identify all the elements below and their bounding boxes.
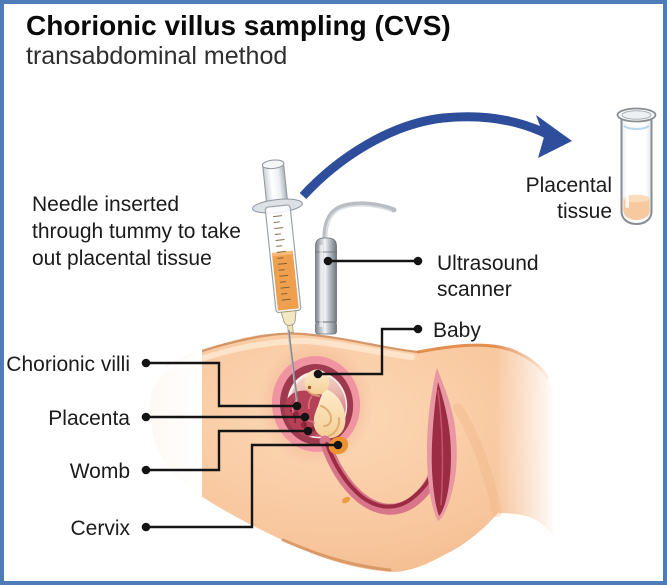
dot-ultrasound-target (323, 256, 333, 266)
belly-top-highlight (171, 337, 415, 372)
dot-baby-target (313, 369, 323, 379)
placental-tissue-line-2: tissue (557, 200, 612, 223)
transfer-arrow (299, 112, 572, 200)
dot-womb-label (141, 465, 151, 475)
fetus-arm (320, 405, 333, 427)
tube-highlight (625, 130, 629, 208)
leader-cervix (146, 443, 338, 529)
label-placental-tissue: Placental tissue (526, 173, 612, 225)
dot-placenta-target (300, 412, 310, 422)
label-baby: Baby (433, 319, 481, 342)
buttock-crease (281, 538, 392, 572)
plunger-top (261, 159, 285, 170)
mucus-plug-small (341, 496, 351, 504)
fetus-eye (307, 385, 312, 390)
probe-foot (315, 321, 337, 335)
right-white (553, 330, 578, 582)
page-subtitle: transabdominal method (26, 42, 288, 70)
ultrasound-line-1: Ultrasound (437, 252, 539, 275)
label-womb: Womb (69, 460, 130, 483)
leader-dots (141, 256, 423, 532)
leader-chorionic-villi (146, 361, 297, 408)
leader-womb (146, 429, 308, 472)
label-cervix: Cervix (70, 517, 130, 540)
syringe-graduations (273, 215, 291, 301)
needle-note: Needle inserted through tummy to take ou… (32, 191, 241, 272)
ultrasound-probe-illustration (315, 201, 397, 335)
fetus-leg (328, 417, 341, 437)
dot-cervix-label (141, 522, 151, 532)
fetus-chin-shading (306, 389, 321, 397)
tube-liquid-surface (623, 194, 650, 203)
arrow-shaft (299, 112, 552, 200)
label-placenta: Placenta (48, 407, 130, 430)
probe-highlight (319, 245, 323, 327)
needle-note-line-2: through tummy to take (32, 220, 241, 243)
placental-tissue-line-1: Placental (525, 174, 612, 197)
vaginal-opening-line (437, 389, 444, 506)
ultrasound-line-2: scanner (437, 278, 512, 301)
test-tube-illustration (616, 107, 657, 225)
tube-blue-tint (623, 125, 650, 131)
dot-ultrasound-label (413, 256, 423, 266)
arrow-head (536, 115, 572, 158)
leader-baby (318, 327, 418, 376)
dot-cervix-target (333, 440, 343, 450)
probe-cable (322, 201, 397, 245)
dot-womb-target (303, 426, 313, 436)
syringe-liquid (271, 250, 299, 311)
syringe-illustration (252, 159, 303, 334)
page-title: Chorionic villus sampling (CVS) (26, 10, 451, 41)
cervix-illustration (319, 368, 457, 521)
womb-illustration (271, 356, 457, 521)
dot-baby-label (413, 324, 423, 334)
syringe-liquid-surface (271, 250, 294, 257)
label-chorionic-villi: Chorionic villi (6, 353, 130, 376)
syringe-hub (280, 310, 297, 326)
belly-right-fade (495, 330, 557, 582)
cervix-canal-inner (325, 442, 433, 509)
vaginal-opening-core (431, 382, 451, 516)
dot-placenta-label (141, 412, 151, 422)
tube-liquid (623, 198, 650, 220)
needle-note-line-1: Needle inserted (32, 193, 180, 216)
dot-chorionic-villi-target (292, 401, 302, 411)
needle-illustration (287, 329, 299, 405)
needle-note-line-3: out placental tissue (32, 247, 212, 270)
needle-highlight (287, 329, 298, 405)
groin-shading (453, 403, 502, 517)
probe-cable-highlight (325, 204, 392, 241)
leader-lines (146, 259, 418, 529)
tube-rim-inner (621, 110, 652, 120)
label-ultrasound-scanner: Ultrasound scanner (437, 251, 539, 303)
dot-chorionic-villi-label (141, 358, 151, 368)
